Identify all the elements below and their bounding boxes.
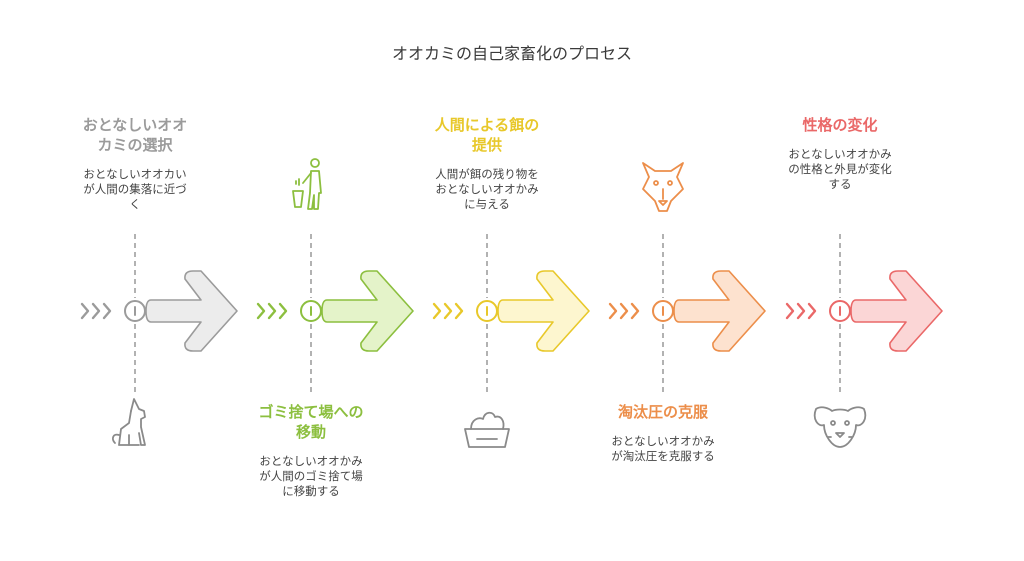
stage-description: 人間が餌の残り物を おとなしいオオかみ に与える	[435, 167, 539, 211]
stage-description: おとなしいオオかみ の性格と外見が変化 する	[788, 147, 892, 191]
stage-description: おとなしいオオかみ が淘汰圧を克服する	[611, 434, 715, 463]
stage-5	[785, 234, 943, 448]
stage-title: 性格の変化	[802, 116, 878, 134]
stage-title: おとなしいオオ カミの選択	[82, 116, 188, 154]
stage-2	[256, 158, 414, 394]
chevron	[785, 302, 795, 320]
chevron	[443, 302, 453, 320]
stage-description: おとなしいオオカい が人間の集落に近づ く	[83, 167, 187, 211]
wolf-face-icon	[642, 162, 684, 212]
chevron	[91, 302, 101, 320]
chevron	[608, 302, 618, 320]
diagram-title: オオカミの自己家畜化のプロセス	[391, 44, 632, 63]
chevron	[432, 302, 442, 320]
chevron	[267, 302, 277, 320]
process-arrow	[673, 270, 766, 352]
chevron	[796, 302, 806, 320]
chevron	[80, 302, 90, 320]
process-arrow	[497, 270, 590, 352]
chevron	[278, 302, 288, 320]
process-arrow	[145, 270, 238, 352]
process-arrow	[850, 270, 943, 352]
stage-title: 淘汰圧の克服	[617, 403, 708, 421]
stage-3	[432, 234, 590, 448]
trash-person-icon	[292, 158, 322, 210]
stage-description: おとなしいオオかみ が人間のゴミ捨て場 に移動する	[259, 454, 363, 498]
stage-title: ゴミ捨て場への 移動	[258, 403, 364, 441]
chevron	[619, 302, 629, 320]
stage-1	[80, 234, 238, 446]
dog-face-icon	[813, 406, 867, 448]
chevron	[256, 302, 266, 320]
chevron	[454, 302, 464, 320]
stage-4	[608, 162, 766, 394]
chevron	[102, 302, 112, 320]
food-bowl-icon	[464, 411, 510, 448]
stage-title: 人間による餌の 提供	[434, 116, 540, 154]
chevron	[630, 302, 640, 320]
chevron	[807, 302, 817, 320]
process-arrow	[321, 270, 414, 352]
sitting-dog-icon	[112, 398, 146, 446]
